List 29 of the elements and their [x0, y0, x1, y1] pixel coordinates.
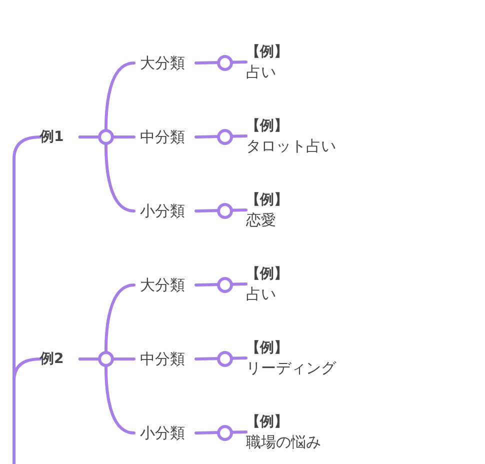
- example-heading: 【例】: [246, 191, 289, 210]
- example-heading: 【例】: [246, 43, 289, 62]
- example-text: 占い: [246, 284, 277, 304]
- connector-line: [78, 358, 136, 434]
- topic-label: 例2: [40, 350, 65, 368]
- example-heading: 【例】: [246, 413, 289, 432]
- example-text: 恋愛: [246, 210, 277, 230]
- topic-label: 大分類: [139, 276, 186, 294]
- connector-line: [194, 430, 248, 434]
- example-heading: 【例】: [246, 265, 289, 284]
- connector-line: [194, 208, 248, 212]
- example-heading: 【例】: [246, 339, 289, 358]
- example-text: 職場の悩み: [246, 432, 322, 452]
- topic-label: 小分類: [139, 202, 186, 220]
- connector-line: [194, 60, 248, 64]
- topic-label: 大分類: [139, 54, 186, 72]
- connector-line: [78, 136, 136, 212]
- topic-label: 中分類: [139, 128, 186, 146]
- topic-label: 小分類: [139, 424, 186, 442]
- example-heading: 【例】: [246, 117, 289, 136]
- connector-line: [194, 282, 248, 286]
- connector-line: [194, 134, 248, 138]
- topic-label: 中分類: [139, 350, 186, 368]
- example-text: タロット占い: [246, 136, 337, 156]
- example-text: リーディング: [246, 358, 338, 378]
- connector-line: [194, 356, 248, 360]
- branch-line: [12, 358, 42, 464]
- topic-label: 例1: [40, 128, 65, 146]
- example-text: 占い: [246, 62, 277, 82]
